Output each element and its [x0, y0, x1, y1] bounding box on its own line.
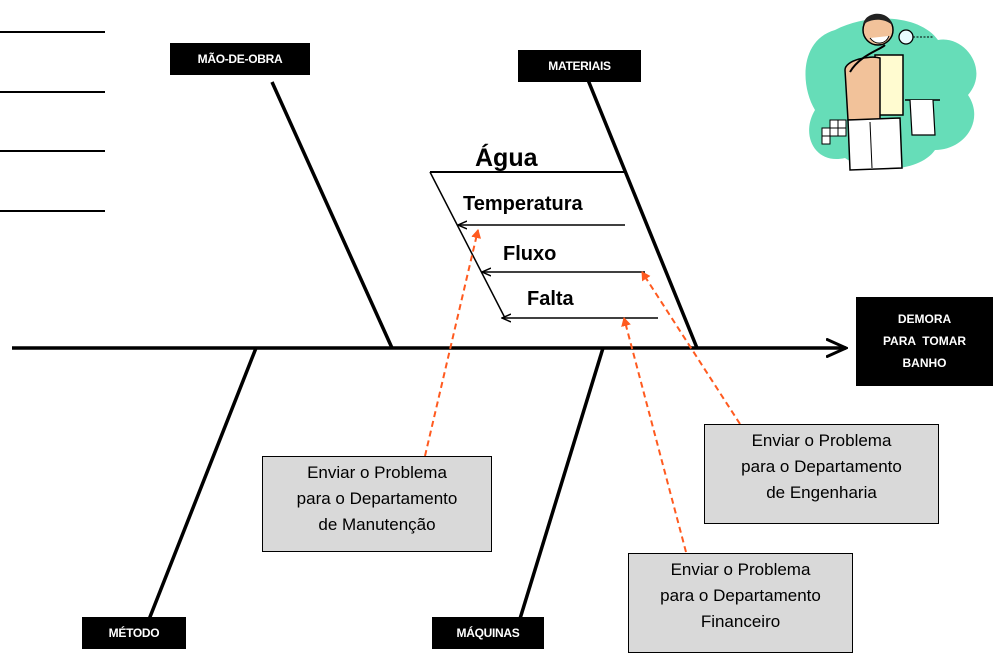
category-materiais: MATERIAIS: [518, 50, 641, 82]
note-manutencao: Enviar o Problema para o Departamento de…: [262, 456, 492, 552]
note-engenharia-line-3: de Engenharia: [766, 483, 877, 502]
effect-line-2: PARA TOMAR: [882, 334, 967, 348]
note-manutencao-line-2: para o Departamento: [296, 489, 458, 508]
note-financeiro: Enviar o Problema para o Departamento Fi…: [628, 553, 853, 653]
note-financeiro-line-1: Enviar o Problema: [670, 560, 811, 579]
effect-line-3: BANHO: [902, 356, 947, 370]
note-manutencao-line-1: Enviar o Problema: [307, 463, 447, 482]
note-manutencao-line-3: de Manutenção: [318, 515, 436, 534]
agua-branch: [429, 171, 658, 318]
man-shaving-clipart: [805, 13, 977, 171]
note-financeiro-line-3: Financeiro: [700, 612, 781, 631]
cause-fluxo: Fluxo: [503, 243, 557, 265]
dashed-arrow-manutencao: [424, 229, 482, 457]
cause-heading-agua: Água: [475, 144, 538, 172]
bone-materiais: [586, 79, 699, 349]
bone-metodo: [146, 347, 258, 623]
category-metodo: MÉTODO: [82, 617, 186, 649]
note-engenharia-line-1: Enviar o Problema: [751, 431, 892, 450]
category-maquinas: MÁQUINAS: [432, 617, 544, 649]
note-engenharia: Enviar o Problema para o Departamento de…: [704, 424, 939, 524]
dashed-arrow-financeiro: [621, 317, 687, 553]
category-mao-de-obra: MÃO-DE-OBRA: [170, 43, 310, 75]
note-financeiro-line-2: para o Departamento: [660, 586, 821, 605]
blank-lines: [0, 31, 105, 212]
bone-maquinas: [517, 347, 605, 623]
note-engenharia-line-2: para o Departamento: [741, 457, 902, 476]
effect-line-1: DEMORA: [897, 312, 952, 326]
cause-temperatura: Temperatura: [463, 193, 583, 215]
effect-box: DEMORA PARA TOMAR BANHO: [856, 297, 993, 386]
cause-falta: Falta: [527, 288, 574, 310]
dashed-arrow-engenharia: [641, 271, 741, 425]
bone-mao-de-obra: [270, 81, 394, 349]
